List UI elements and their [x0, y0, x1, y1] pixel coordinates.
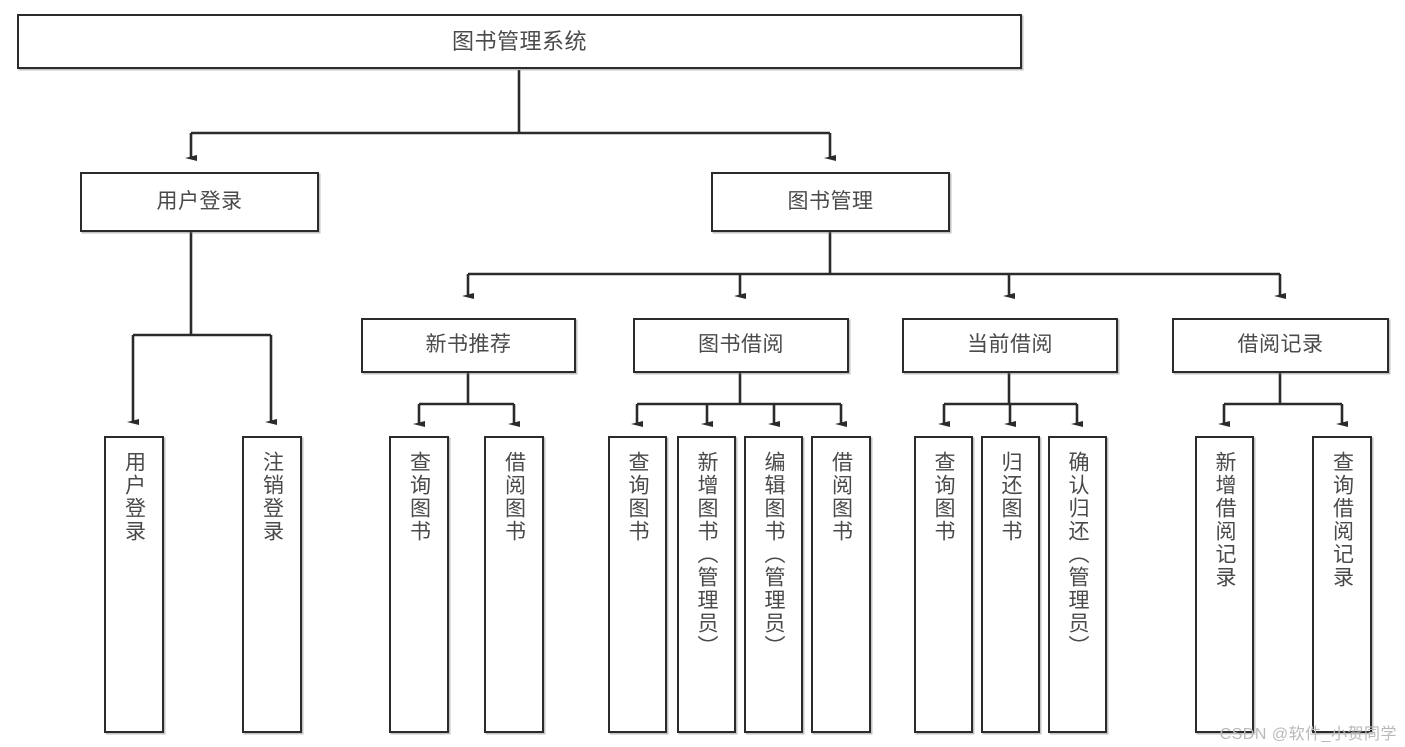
node-leaf-query-book-1[interactable]: 查询图书	[389, 436, 449, 733]
node-leaf-confirm-return[interactable]: 确认归还（管理员）	[1048, 436, 1107, 733]
node-leaf-add-book[interactable]: 新增图书（管理员）	[677, 436, 736, 733]
node-leaf-return-book-label: 归还图书	[999, 451, 1022, 543]
node-leaf-query-book-2-label: 查询图书	[626, 451, 649, 543]
node-leaf-borrow-book-2-label: 借阅图书	[829, 451, 853, 543]
node-leaf-add-book-label: 新增图书（管理员）	[695, 451, 718, 658]
node-leaf-query-book-3-label: 查询图书	[932, 451, 955, 543]
node-new-book-recommend[interactable]: 新书推荐	[361, 318, 576, 373]
node-borrow-record-label: 借阅记录	[1237, 333, 1324, 357]
node-leaf-query-book-3[interactable]: 查询图书	[914, 436, 973, 733]
node-leaf-edit-book-label: 编辑图书（管理员）	[762, 451, 785, 658]
node-user-login-label: 用户登录	[156, 189, 243, 213]
node-leaf-query-book-1-label: 查询图书	[407, 451, 431, 543]
node-leaf-borrow-book-1[interactable]: 借阅图书	[484, 436, 544, 733]
node-user-login[interactable]: 用户登录	[80, 172, 319, 232]
node-leaf-confirm-return-label: 确认归还（管理员）	[1066, 451, 1089, 658]
node-leaf-add-record[interactable]: 新增借阅记录	[1195, 436, 1254, 733]
node-book-manage[interactable]: 图书管理	[711, 172, 950, 232]
node-leaf-logout-login[interactable]: 注销登录	[242, 436, 302, 733]
node-current-borrow[interactable]: 当前借阅	[902, 318, 1118, 373]
node-leaf-return-book[interactable]: 归还图书	[981, 436, 1040, 733]
node-leaf-user-login-label: 用户登录	[122, 451, 146, 543]
node-borrow-record[interactable]: 借阅记录	[1172, 318, 1389, 373]
node-leaf-borrow-book-2[interactable]: 借阅图书	[811, 436, 871, 733]
node-book-borrow[interactable]: 图书借阅	[633, 318, 849, 373]
node-book-manage-label: 图书管理	[787, 189, 874, 213]
node-leaf-query-book-2[interactable]: 查询图书	[608, 436, 667, 733]
node-root-label: 图书管理系统	[451, 28, 587, 54]
node-leaf-user-login[interactable]: 用户登录	[104, 436, 164, 733]
node-current-borrow-label: 当前借阅	[967, 333, 1053, 357]
node-leaf-borrow-book-1-label: 借阅图书	[502, 451, 526, 543]
node-leaf-query-record-label: 查询借阅记录	[1330, 451, 1354, 589]
node-leaf-logout-login-label: 注销登录	[260, 451, 284, 543]
node-leaf-add-record-label: 新增借阅记录	[1213, 451, 1236, 589]
node-root[interactable]: 图书管理系统	[17, 14, 1022, 69]
node-new-book-recommend-label: 新书推荐	[425, 333, 512, 357]
node-leaf-query-record[interactable]: 查询借阅记录	[1312, 436, 1372, 733]
node-book-borrow-label: 图书借阅	[698, 333, 784, 357]
node-leaf-edit-book[interactable]: 编辑图书（管理员）	[744, 436, 803, 733]
